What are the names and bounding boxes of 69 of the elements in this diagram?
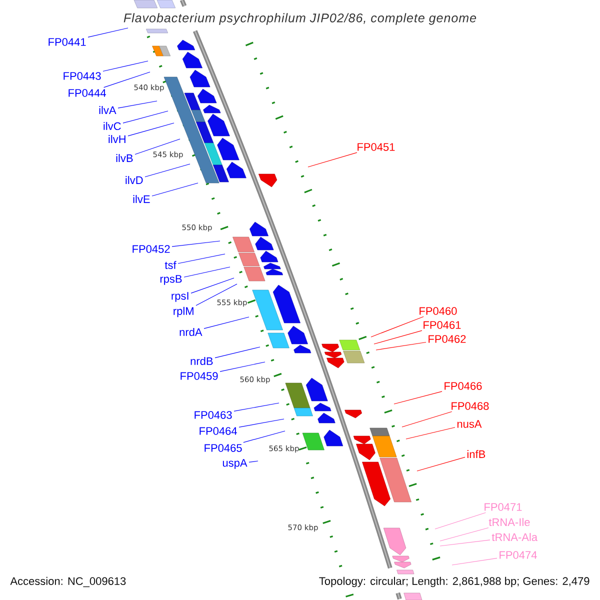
gene-label: nrdA [180,328,202,336]
leader-line [452,558,498,566]
leader-line [308,152,358,168]
gene-label: tRNA-Ile [488,518,530,526]
gene-label: rpsI [172,292,188,302]
gene-label: uspA [222,459,248,469]
leader-line [196,284,238,306]
gene-label: nusA [457,420,482,428]
accession-text: Accession: NC_009613 [10,576,126,588]
leader-line [172,240,220,247]
leader-line [234,402,280,412]
leader-line [128,122,174,136]
leader-line [102,60,148,72]
gene-label: FP0451 [358,143,395,151]
gene-label: FP0465 [204,444,242,452]
leader-line [434,512,486,530]
leader-line [184,266,230,278]
leader-line [220,362,266,372]
leader-line [243,430,286,443]
leader-line [394,391,442,404]
leader-line [122,110,168,124]
gene-label: FP0452 [132,245,170,253]
gene-label: rplM [174,306,194,318]
leader-line [214,346,260,358]
gene-label: FP0443 [64,72,101,80]
gene-label: infB [467,450,486,458]
gene-label: FP0466 [444,382,482,390]
leader-line [190,278,234,294]
gene-label: FP0461 [424,321,461,329]
gene-label: ilvD [126,176,143,184]
gene-label: tRNA-Ala [492,532,538,542]
leader-line [376,342,426,350]
leader-line [440,527,489,542]
leader-line [118,100,158,108]
leader-line [416,456,466,472]
leader-line [144,164,190,178]
leader-line [178,254,226,264]
gene-label: FP0471 [484,503,522,511]
gene-label: FP0444 [68,89,106,97]
gene-label: tsf [164,260,176,270]
gene-label: ilvH [108,135,126,143]
leader-line [238,418,284,428]
gene-label: FP0462 [428,335,466,343]
leader-line [374,330,422,344]
gene-label: rpsB [160,275,182,285]
leader-line [152,182,198,196]
gene-label: ilvE [133,195,150,203]
leader-line [406,427,456,440]
gene-label: ilvC [104,122,121,130]
leader-line [402,411,452,428]
summary-text: Topology: circular; Length: 2,861,988 bp; Genes: 2,479 [319,576,590,588]
gene-label: ilvB [116,154,133,162]
gene-label: FP0463 [194,411,232,419]
leader-line [134,138,180,155]
gene-label: nrdB [190,356,213,366]
gene-label: FP0441 [48,38,86,46]
leader-line [88,28,128,38]
title: Flavobacterium psychrophilum JIP02/86, complete genome [124,13,476,25]
gene-label: FP0460 [420,307,457,315]
gene-label: FP0468 [452,402,489,410]
gene-label: ilvA [99,106,116,114]
gene-label: FP0459 [180,372,218,380]
leader-line [440,540,490,546]
leader-line [370,316,424,338]
leader-line [104,72,150,88]
leader-line [248,460,258,462]
gene-label: FP0464 [200,427,237,435]
leader-line [204,316,250,329]
gene-label: FP0474 [500,551,537,559]
